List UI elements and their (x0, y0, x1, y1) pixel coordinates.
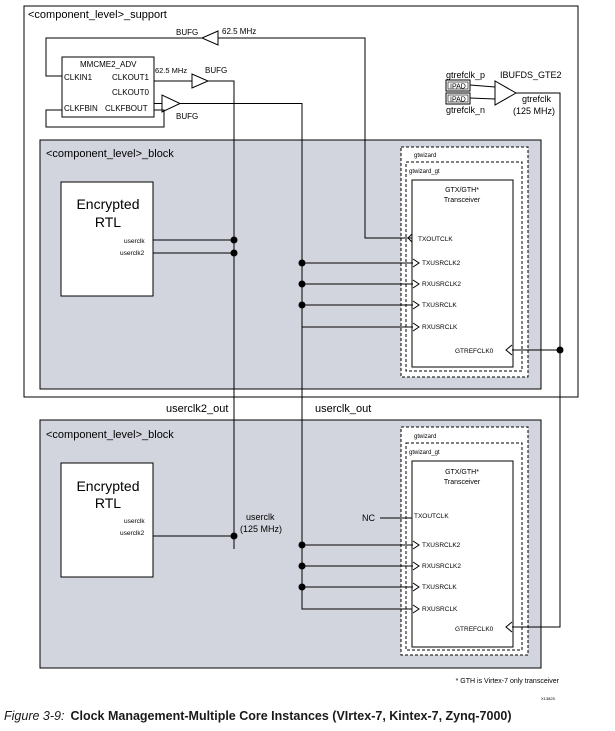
refclk-out-label: gtrefclk (522, 94, 552, 104)
refclk-n-label: gtrefclk_n (446, 105, 485, 115)
ibufds-symbol (494, 80, 518, 106)
mmcm-box (61, 56, 155, 118)
rtl-2-userclk: userclk (124, 518, 145, 525)
bufg-mid-label: BUFG (205, 66, 227, 75)
t2-rxusrclk2: RXUSRCLK2 (422, 563, 461, 570)
rtl-1-line1: Encrypted (76, 196, 139, 212)
ipad-n-label: IPAD (450, 97, 466, 104)
userclk-freq-b2: (125 MHz) (240, 524, 282, 534)
bufg-low-label: BUFG (176, 112, 198, 121)
wires (45, 37, 561, 628)
mmcm-clkout0: CLKOUT0 (112, 88, 149, 97)
userclk-label-b2: userclk (246, 512, 275, 522)
gtwizard-2-label: gtwizard (414, 434, 436, 440)
rtl-2-line1: Encrypted (76, 478, 139, 494)
rtl-box-1 (60, 181, 154, 297)
mmcm-clkfbout: CLKFBOUT (105, 104, 148, 113)
gtwizard-gt-1-label: gtwizard_gt (409, 169, 440, 175)
t1-gtrefclk0: GTREFCLK0 (455, 348, 494, 355)
bufg-mid-symbol (191, 73, 210, 89)
mmcm-clkout1: CLKOUT1 (112, 73, 149, 82)
transceiver-1-line2: Transceiver (444, 197, 481, 204)
ipad-p-label: IPAD (450, 84, 466, 91)
userclk2-out-label: userclk2_out (166, 403, 228, 415)
transceiver-2-line1: GTX/GTH* (445, 469, 479, 476)
userclk-out-label: userclk_out (315, 403, 371, 415)
refclk-freq-label: (125 MHz) (513, 106, 555, 116)
transceiver-1 (411, 179, 514, 368)
t2-txusrclk: TXUSRCLK (422, 584, 457, 591)
t2-txusrclk2: TXUSRCLK2 (422, 542, 461, 549)
transceiver-1-line1: GTX/GTH* (445, 187, 479, 194)
transceiver-2-line2: Transceiver (444, 479, 481, 486)
rtl-1-userclk: userclk (124, 238, 145, 245)
refclk-p-label: gtrefclk_p (446, 70, 485, 80)
transceiver-2 (411, 460, 514, 648)
t1-rxusrclk2: RXUSRCLK2 (422, 281, 461, 288)
mmcm-clkin1: CLKIN1 (64, 73, 93, 82)
freq-top-label: 62.5 MHz (222, 27, 256, 36)
t1-rxusrclk: RXUSRCLK (422, 324, 458, 331)
support-title: <component_level>_support (28, 9, 167, 21)
block-2-title: <component_level>_block (46, 429, 174, 441)
t2-rxusrclk: RXUSRCLK (422, 606, 458, 613)
figure-title: Clock Management-Multiple Core Instances… (70, 709, 512, 723)
gtwizard-1-label: gtwizard (414, 153, 436, 159)
bufg-low-symbol (161, 94, 182, 113)
nc-label: NC (362, 513, 375, 523)
figure-label: Figure 3-9: (4, 709, 65, 723)
tiny-id: X13825 (541, 696, 556, 701)
rtl-1-line2: RTL (95, 214, 121, 230)
bufg-top-label: BUFG (176, 28, 198, 37)
bufg-top-symbol (200, 30, 219, 46)
t1-txoutclk: TXOUTCLK (418, 236, 453, 243)
rtl-1-userclk2: userclk2 (120, 250, 145, 257)
block-1-title: <component_level>_block (46, 148, 174, 160)
rtl-2-userclk2: userclk2 (120, 530, 145, 537)
gtwizard-gt-2-label: gtwizard_gt (409, 450, 440, 456)
t2-gtrefclk0: GTREFCLK0 (455, 626, 494, 633)
rtl-box-2 (60, 462, 154, 578)
junctions (230, 236, 564, 591)
mmcm-clkfbin: CLKFBIN (64, 104, 98, 113)
freq-mid-label: 62.5 MHz (155, 66, 187, 75)
ibufds-label: IBUFDS_GTE2 (500, 70, 562, 80)
txoutclk-arrow (407, 233, 413, 243)
mmcm-name: MMCME2_ADV (80, 60, 137, 69)
t1-txusrclk: TXUSRCLK (422, 302, 457, 309)
footnote: * GTH is Virtex-7 only transceiver (456, 678, 560, 685)
t2-txoutclk: TXOUTCLK (414, 513, 449, 520)
support-box (23, 5, 579, 398)
t1-txusrclk2: TXUSRCLK2 (422, 260, 461, 267)
rtl-2-line2: RTL (95, 495, 121, 511)
figure-caption: Figure 3-9: Clock Management-Multiple Cor… (0, 709, 615, 723)
